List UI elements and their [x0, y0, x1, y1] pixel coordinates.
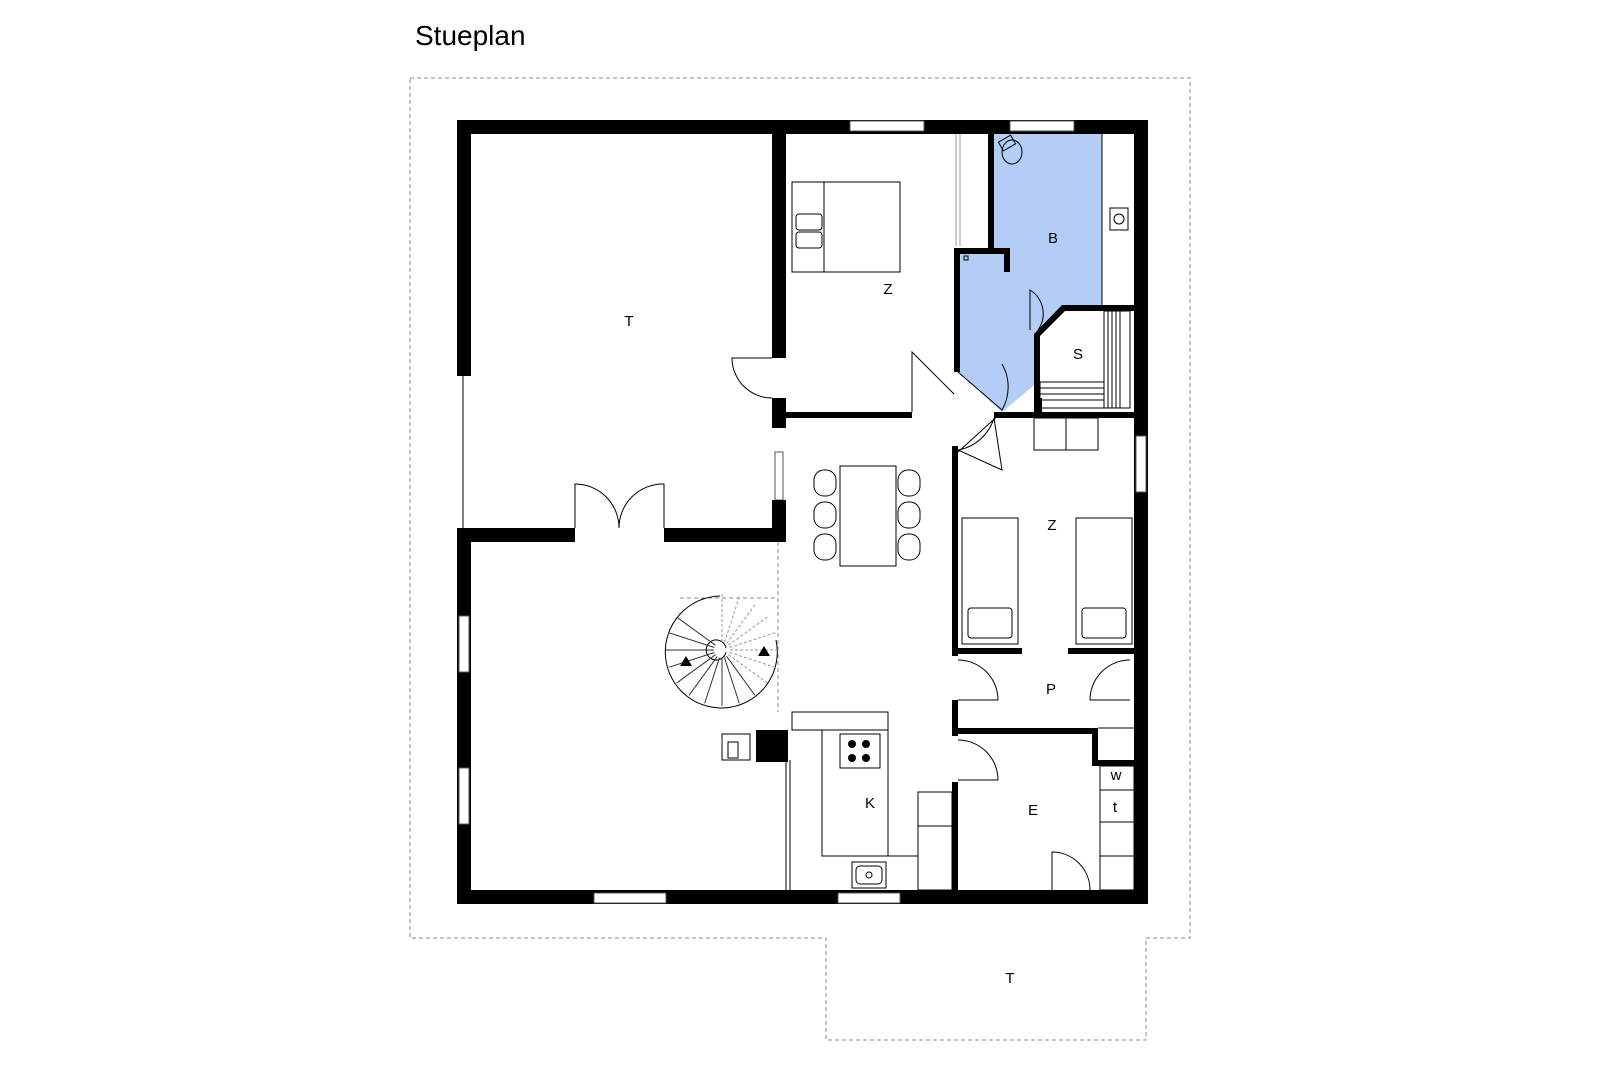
stair-step — [688, 656, 718, 696]
spiral-staircase — [664, 594, 778, 709]
room-label-terrace-bottom: T — [1005, 970, 1014, 987]
room-label-dryer: t — [1113, 799, 1118, 816]
stair-step — [729, 632, 776, 649]
floor-title: Stueplan — [415, 20, 526, 51]
stair-step — [704, 657, 721, 704]
stair-step — [728, 616, 768, 646]
room-label-sauna: S — [1073, 346, 1083, 363]
stair-step — [723, 596, 740, 643]
stair-step — [676, 654, 716, 684]
stair-step — [726, 604, 756, 644]
stair-step — [668, 632, 715, 649]
terrace-outline — [409, 77, 1191, 1041]
room-label-bedroom-top: Z — [883, 281, 892, 298]
room-label-kitchen: K — [865, 795, 875, 812]
stair-step — [723, 657, 740, 704]
stair-step — [728, 654, 768, 684]
stair-step — [729, 651, 776, 668]
room-label-bedroom-right: Z — [1047, 517, 1056, 534]
room-label-terrace-left: T — [624, 313, 633, 330]
stair-step — [668, 651, 715, 668]
stair-step — [676, 616, 716, 646]
bathroom-fill — [958, 134, 1102, 412]
stair-step — [726, 656, 756, 696]
room-label-washer: w — [1110, 767, 1122, 784]
room-label-bathroom: B — [1048, 230, 1058, 247]
room-label-utility: E — [1028, 802, 1038, 819]
room-label-hall: P — [1046, 681, 1056, 698]
